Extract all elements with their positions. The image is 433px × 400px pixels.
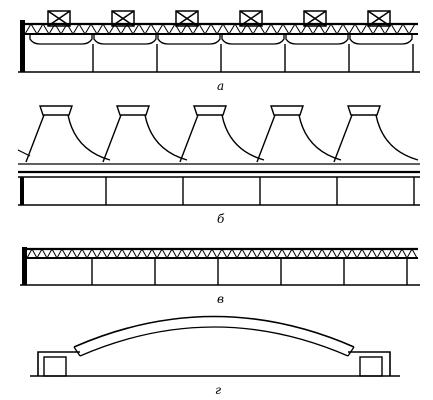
panel-a-web: [24, 23, 416, 35]
shell: [333, 114, 419, 163]
lantern: [111, 10, 135, 27]
panel-b-monitors: [39, 105, 381, 116]
panel-v-label: в: [217, 292, 224, 306]
lantern: [303, 10, 327, 27]
panel-b-label: б: [217, 212, 225, 226]
ceiling-bay: [349, 34, 413, 45]
panel-a-wall: [20, 20, 25, 72]
panel-g-arch-end-left: [73, 346, 81, 357]
monitor: [193, 105, 227, 116]
panel-g-right-annex: [348, 351, 391, 376]
monitor: [116, 105, 150, 116]
panel-v-web: [26, 247, 418, 260]
monitor: [39, 105, 73, 116]
panel-a-label: а: [217, 79, 224, 93]
lantern: [239, 10, 263, 27]
lantern-brace: [239, 10, 263, 27]
panel-b-shell-roof: [17, 105, 420, 206]
lantern-brace: [367, 10, 391, 27]
panel-g-label: г: [215, 383, 221, 397]
shell: [25, 114, 111, 163]
ceiling-bay: [221, 34, 285, 45]
ceiling-bay: [93, 34, 157, 45]
ceiling-bay: [285, 34, 349, 45]
panel-b-shells: [25, 114, 419, 163]
panel-b-columns: [105, 177, 415, 205]
shell: [102, 114, 188, 163]
panel-g-arch-inner: [79, 326, 349, 357]
panel-g-right-window: [359, 356, 383, 377]
panel-a-columns: [92, 44, 414, 72]
lantern-brace: [47, 10, 71, 27]
lantern: [47, 10, 71, 27]
lantern: [367, 10, 391, 27]
panel-g-arched-roof: [30, 315, 400, 377]
panel-a-suspended-ceiling: [29, 34, 413, 45]
monitor: [270, 105, 304, 116]
panel-v-flat-truss-roof: [20, 247, 420, 286]
lantern-brace: [111, 10, 135, 27]
panel-v-columns: [91, 258, 408, 285]
ceiling-bay: [29, 34, 93, 45]
monitor: [347, 105, 381, 116]
lantern: [175, 10, 199, 27]
panel-g-left-annex: [37, 351, 80, 376]
lantern-brace: [175, 10, 199, 27]
panel-g-arch-outer: [73, 315, 355, 348]
panel-a-lantern-trusses: [18, 10, 420, 73]
panel-a-lanterns: [47, 10, 391, 27]
panel-g-left-window: [43, 356, 67, 377]
panel-g-arch-end-right: [347, 346, 355, 357]
shell: [256, 114, 342, 163]
panel-b-wall: [20, 177, 24, 205]
lantern-brace: [303, 10, 327, 27]
panel-v-wall: [22, 247, 27, 285]
ceiling-bay: [157, 34, 221, 45]
shell: [179, 114, 265, 163]
